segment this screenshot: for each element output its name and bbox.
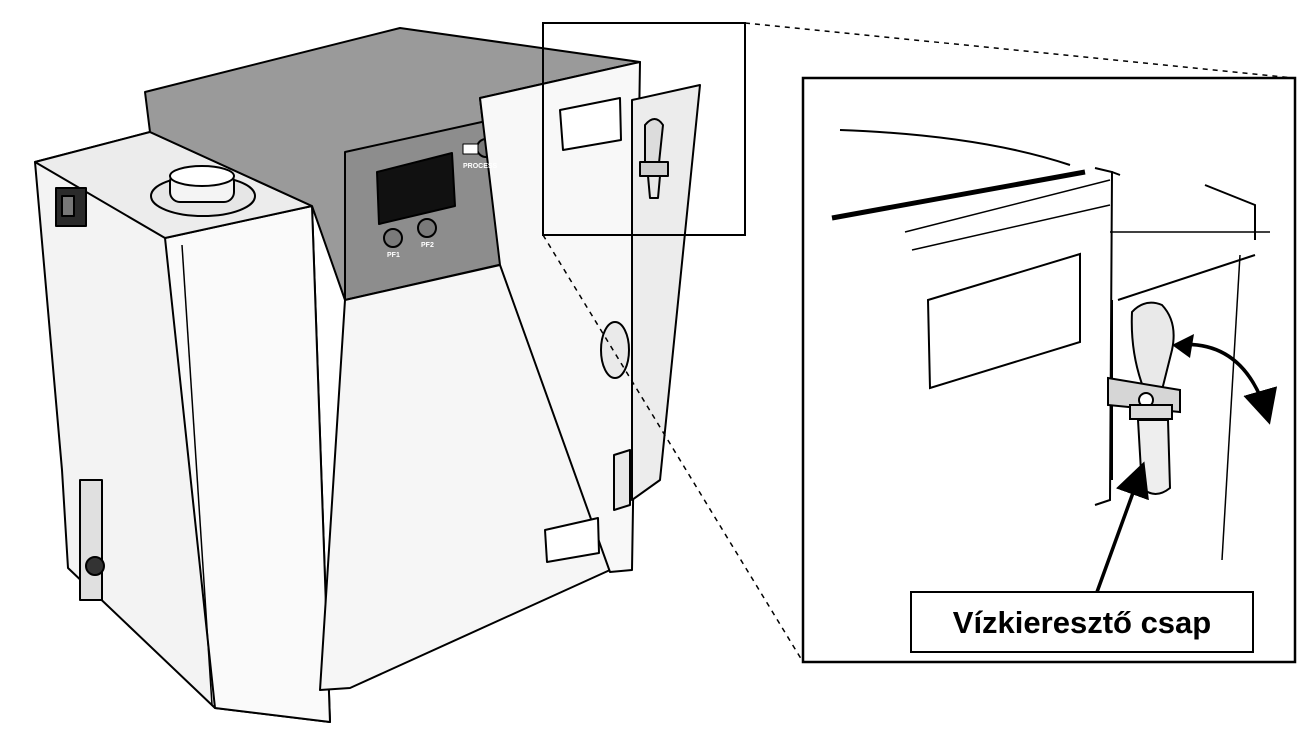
side-door [479,61,641,573]
water-purifier-unit [34,27,701,723]
process-label: PROCESS [463,163,498,170]
callout-label: Vízkieresztő csap [953,605,1211,640]
door-right-face [631,84,701,501]
zoom-source-box [542,22,746,236]
display-screen [376,152,456,225]
door-label [544,517,600,563]
inset-panel: Vízkieresztő csap [801,76,1297,664]
door-window [559,97,622,151]
rotation-arrow-head-start [1172,334,1194,358]
side-port [85,556,105,576]
inset-tap-nozzle [1136,419,1172,495]
device-tap [644,118,664,164]
tank-edge-strip [181,244,213,706]
callout-pointer [1095,461,1149,593]
inset-tap-lever [1130,301,1175,394]
pf2-label: PF2 [421,242,434,249]
inset-top-edge [839,129,1071,166]
pf1-button [383,228,403,248]
callout-box [910,591,1254,653]
pf2-button [417,218,437,238]
door-handle [600,321,630,379]
process-led [462,143,479,155]
leader-line-top [744,22,1295,79]
bottom-block [613,449,631,511]
leader-line-bottom [542,234,804,663]
side-connector [79,479,103,601]
inset-door-window [926,252,1081,390]
pf1-label: PF1 [387,252,400,259]
